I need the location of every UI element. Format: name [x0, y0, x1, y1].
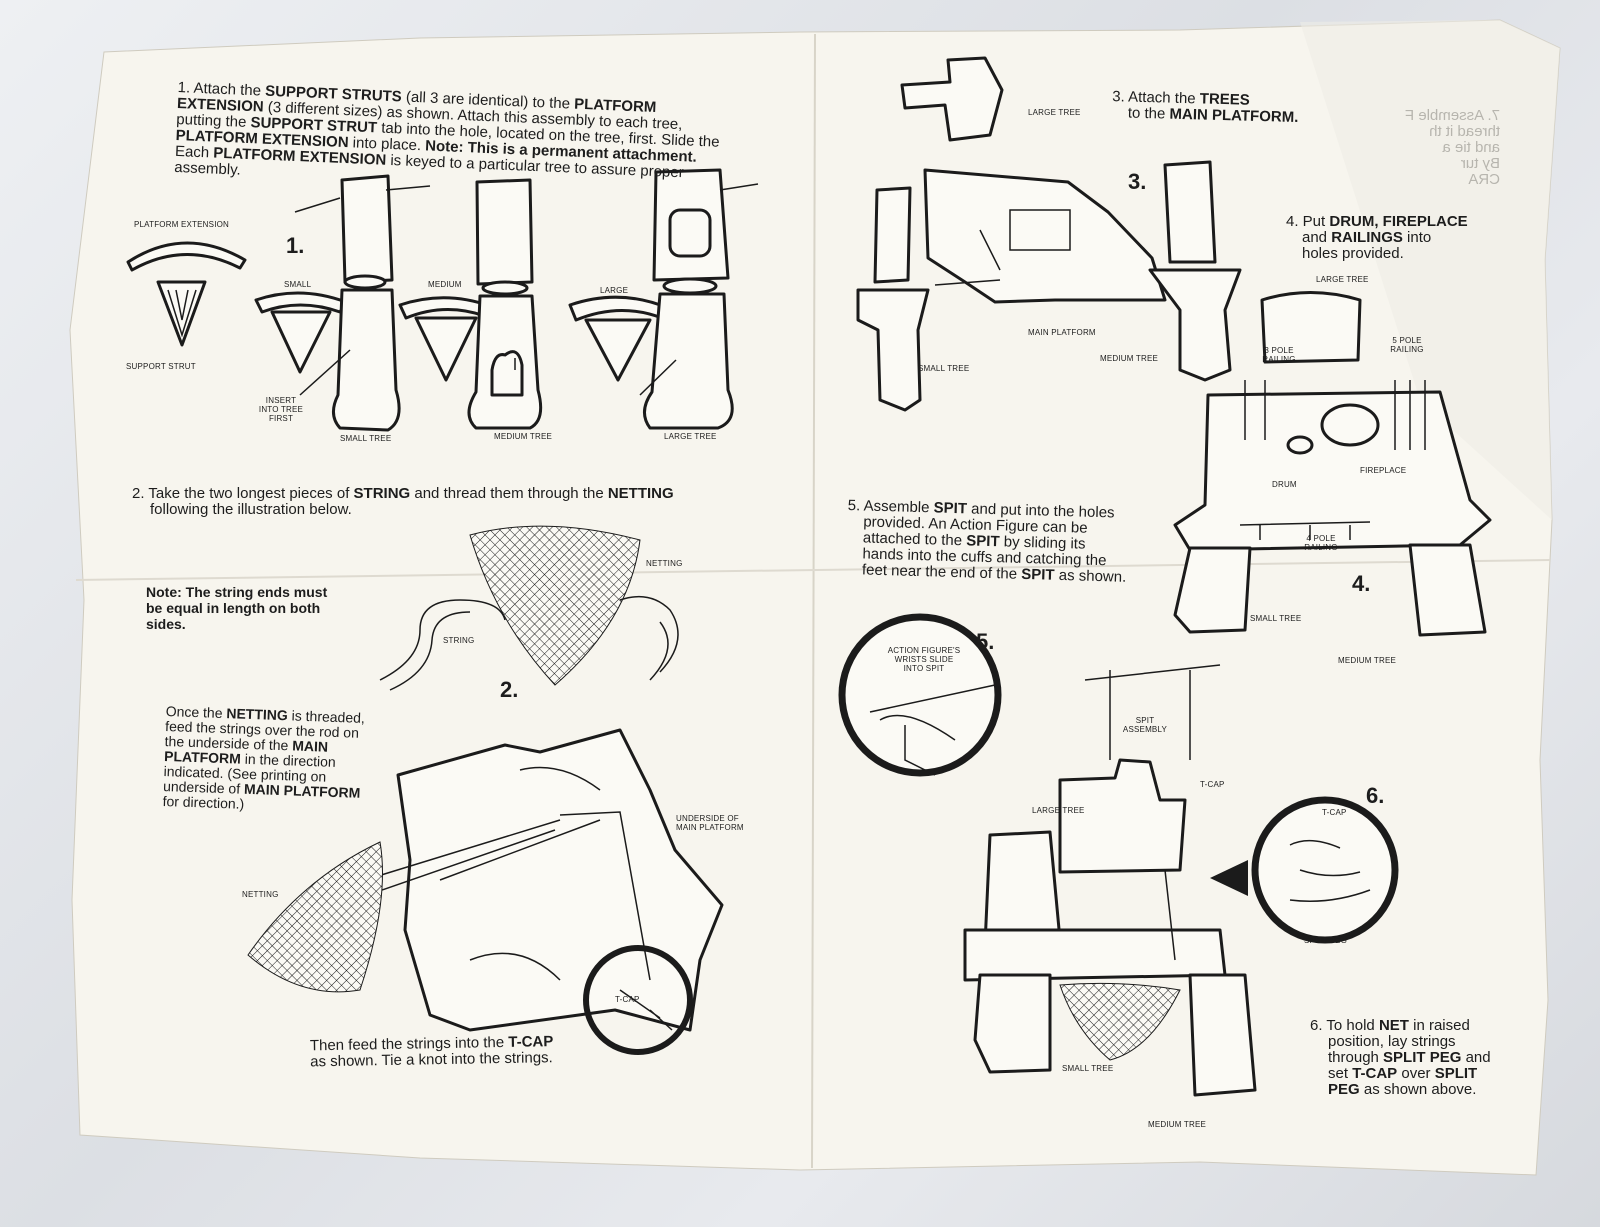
step3-instructions: 3. Attach the TREES to the MAIN PLATFORM… — [1112, 88, 1333, 127]
label-insert-into-tree: INSERT INTO TREE FIRST — [258, 396, 304, 423]
label-step5-large-tree: LARGE TREE — [1032, 806, 1085, 815]
step5-circle — [838, 613, 1221, 777]
label-3pole: 3 POLE RAILING — [1262, 346, 1296, 364]
step4-number: 4. — [1352, 571, 1371, 596]
step6-instructions: 6. To hold NET in raised position, lay s… — [1310, 1018, 1520, 1098]
step6-tcap: T-CAP — [1352, 1065, 1398, 1082]
step6-split-peg: SPLIT PEG — [1383, 1049, 1462, 1066]
step3-text-b: to the — [1127, 104, 1170, 123]
label-support-strut: SUPPORT STRUT — [126, 362, 196, 371]
step3-main-platform: MAIN PLATFORM. — [1169, 105, 1299, 126]
label-step3-medium-tree: MEDIUM TREE — [1100, 354, 1159, 363]
label-step3-small-tree: SMALL TREE — [918, 364, 970, 373]
step4-text-b: and — [1302, 229, 1332, 246]
label-step5-tcap: T-CAP — [1200, 780, 1225, 789]
step7-mirrored-text: 7. Assemble F thread it th and tie a By … — [1340, 107, 1500, 188]
step2-text-a: 2. Take the two longest pieces of — [132, 485, 354, 502]
step1-number: 1. — [286, 233, 305, 258]
label-platform-extension: PLATFORM EXTENSION — [134, 220, 230, 229]
step1-drawings — [126, 168, 759, 432]
step2-then-text: Then feed the strings into the T-CAP as … — [310, 1033, 581, 1070]
step2-netting: NETTING — [607, 485, 674, 502]
step6-text-g: over — [1397, 1065, 1435, 1082]
step4-text-c: into — [1402, 229, 1432, 246]
step7-line-1: 7. Assemble F — [1404, 107, 1500, 124]
step2-note: Note: The string ends must be equal in l… — [146, 584, 328, 632]
label-string: STRING — [443, 636, 475, 645]
step4-drum-fireplace: DRUM, FIREPLACE — [1329, 213, 1468, 230]
label-large-tree: LARGE TREE — [664, 432, 717, 441]
step6-text-e: and — [1461, 1049, 1491, 1066]
label-5pole: 5 POLE RAILING — [1390, 336, 1424, 354]
step4-railings: RAILINGS — [1331, 229, 1403, 246]
label-split-peg: SPLIT PEG — [1304, 936, 1348, 945]
label-step3-large-tree: LARGE TREE — [1028, 108, 1081, 117]
step6-text-h: as shown above. — [1359, 1081, 1477, 1098]
step7-line-2: thread it th — [1429, 123, 1500, 140]
step2-text-b: and thread them through the — [410, 485, 608, 502]
step2-threading-paragraph: Once the NETTING is threaded, feed the s… — [162, 703, 376, 816]
label-step3-main-platform: MAIN PLATFORM — [1028, 328, 1096, 337]
label-netting: NETTING — [646, 559, 683, 568]
label-small: SMALL — [284, 280, 312, 289]
step2-instructions: 2. Take the two longest pieces of STRING… — [132, 486, 752, 518]
label-small-tree: SMALL TREE — [340, 434, 392, 443]
label-step4-large-tree: LARGE TREE — [1316, 275, 1369, 284]
step7-line-4: By tur — [1460, 155, 1500, 172]
step6-split: SPLIT — [1434, 1065, 1478, 1082]
step7-line-3: and tie a — [1442, 139, 1500, 156]
step5-text-h: as shown. — [1054, 566, 1127, 586]
label-step6-medium-tree: MEDIUM TREE — [1148, 1120, 1207, 1129]
step2-string: STRING — [353, 485, 411, 502]
label-netting-2: NETTING — [242, 890, 279, 899]
step2-net-top — [379, 525, 679, 691]
step3-drawings — [856, 56, 1242, 412]
step6-text-c: position, lay strings — [1328, 1033, 1456, 1050]
step5-spit3: SPIT — [1020, 565, 1055, 584]
label-step6-tcap: T-CAP — [1322, 808, 1347, 817]
label-tcap: T-CAP — [615, 995, 640, 1004]
step1-text-i: assembly. — [173, 158, 242, 179]
label-medium: MEDIUM — [428, 280, 462, 289]
label-large: LARGE — [600, 286, 629, 295]
label-medium-tree: MEDIUM TREE — [494, 432, 553, 441]
label-spit-assembly: SPIT ASSEMBLY — [1122, 716, 1168, 734]
step6-text-a: 6. To hold — [1310, 1017, 1379, 1034]
step6-text-b: in raised — [1408, 1017, 1470, 1034]
step2-number: 2. — [500, 677, 519, 702]
label-step4-medium-tree: MEDIUM TREE — [1338, 656, 1397, 665]
step5-instructions: 5. Assemble SPIT and put into the holes … — [846, 497, 1168, 587]
step7-line-5: CRA — [1468, 171, 1500, 188]
step2-text-c: following the illustration below. — [150, 501, 352, 518]
step6-drawings — [963, 758, 1399, 1097]
step4-instructions: 4. Put DRUM, FIREPLACE and RAILINGS into… — [1286, 214, 1486, 262]
step6-text-f: set — [1328, 1065, 1353, 1082]
step2-platform — [247, 728, 724, 1055]
label-underside: UNDERSIDE OF MAIN PLATFORM — [676, 814, 744, 832]
label-step4-small-tree: SMALL TREE — [1250, 614, 1302, 623]
step6-text-d: through — [1328, 1049, 1384, 1066]
step2-para-d: for direction.) — [162, 792, 245, 812]
label-fireplace: FIREPLACE — [1360, 466, 1407, 475]
step4-text-d: holes provided. — [1302, 245, 1404, 262]
label-drum: DRUM — [1272, 480, 1297, 489]
label-4pole: 4 POLE RAILING — [1304, 534, 1338, 552]
label-step6-small-tree: SMALL TREE — [1062, 1064, 1114, 1073]
step6-net: NET — [1378, 1017, 1409, 1034]
step4-drawings — [1173, 291, 1492, 637]
step6-peg: PEG — [1328, 1081, 1360, 1098]
step6-number: 6. — [1366, 783, 1385, 808]
step5-number: 5. — [976, 629, 995, 654]
step3-number: 3. — [1128, 169, 1147, 194]
label-wrists: ACTION FIGURE'S WRISTS SLIDE INTO SPIT — [887, 646, 961, 673]
step2-para-main2: MAIN PLATFORM — [243, 780, 361, 801]
step4-text-a: 4. Put — [1286, 213, 1330, 230]
